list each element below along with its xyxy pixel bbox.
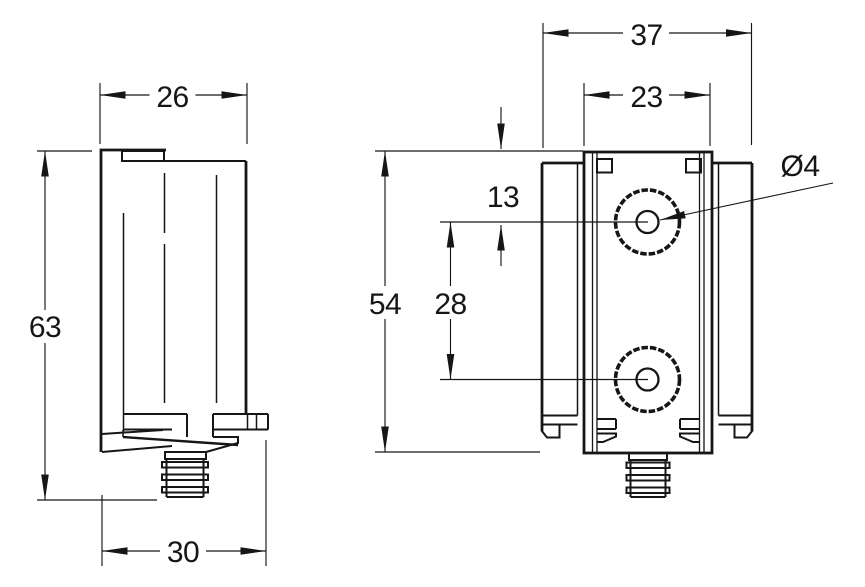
- side-view-outline: [99, 148, 269, 453]
- dim-label-front-height: 54: [369, 288, 401, 321]
- clip-notch-left: [596, 158, 613, 174]
- dimension-front-height: 54: [362, 150, 583, 453]
- dim-label-hole-offset: 13: [487, 181, 519, 214]
- dimension-side-height: 63: [22, 150, 157, 501]
- dimension-hole-spacing: 28: [427, 222, 474, 380]
- label-mask: [623, 79, 669, 112]
- dim-label-side-height: 63: [29, 311, 61, 344]
- top-clip-tab: [121, 150, 165, 162]
- flange-foot: [733, 424, 754, 439]
- hose-barb-side: [161, 451, 209, 498]
- label-mask: [427, 286, 474, 319]
- label-mask: [22, 310, 68, 343]
- clip-notch-right: [685, 158, 702, 174]
- hole-center-lines: [440, 221, 648, 381]
- dim-label-overall-width: 37: [630, 19, 662, 52]
- front-body: [582, 150, 714, 455]
- dim-label-bottom-width: 30: [167, 536, 199, 569]
- dimension-top-width: 26: [99, 79, 248, 144]
- front-view: 37 23 54 28 13: [362, 17, 834, 498]
- label-mask: [160, 535, 206, 568]
- dimension-hole-offset: 13: [487, 107, 520, 266]
- drawing-root: 26 63 30: [22, 17, 834, 569]
- label-mask: [623, 17, 669, 50]
- hose-barb-front: [625, 452, 671, 498]
- dimension-overall-width: 37: [542, 17, 753, 148]
- dim-label-top-width: 26: [156, 81, 188, 114]
- flange-foot: [540, 424, 561, 439]
- dimension-body-width: 23: [583, 79, 711, 146]
- dimension-bottom-width: 30: [101, 440, 267, 569]
- side-view: 26 63 30: [22, 79, 269, 569]
- flange-left: [540, 161, 584, 439]
- leader-line: [659, 182, 834, 221]
- dim-label-hole-diameter: Ø4: [780, 150, 819, 183]
- label-mask: [362, 286, 408, 319]
- dim-label-body-width: 23: [630, 81, 662, 114]
- dimension-hole-diameter: Ø4: [659, 150, 834, 221]
- label-mask: [149, 79, 196, 112]
- dim-label-hole-spacing: 28: [434, 288, 466, 321]
- flange-right: [712, 161, 754, 439]
